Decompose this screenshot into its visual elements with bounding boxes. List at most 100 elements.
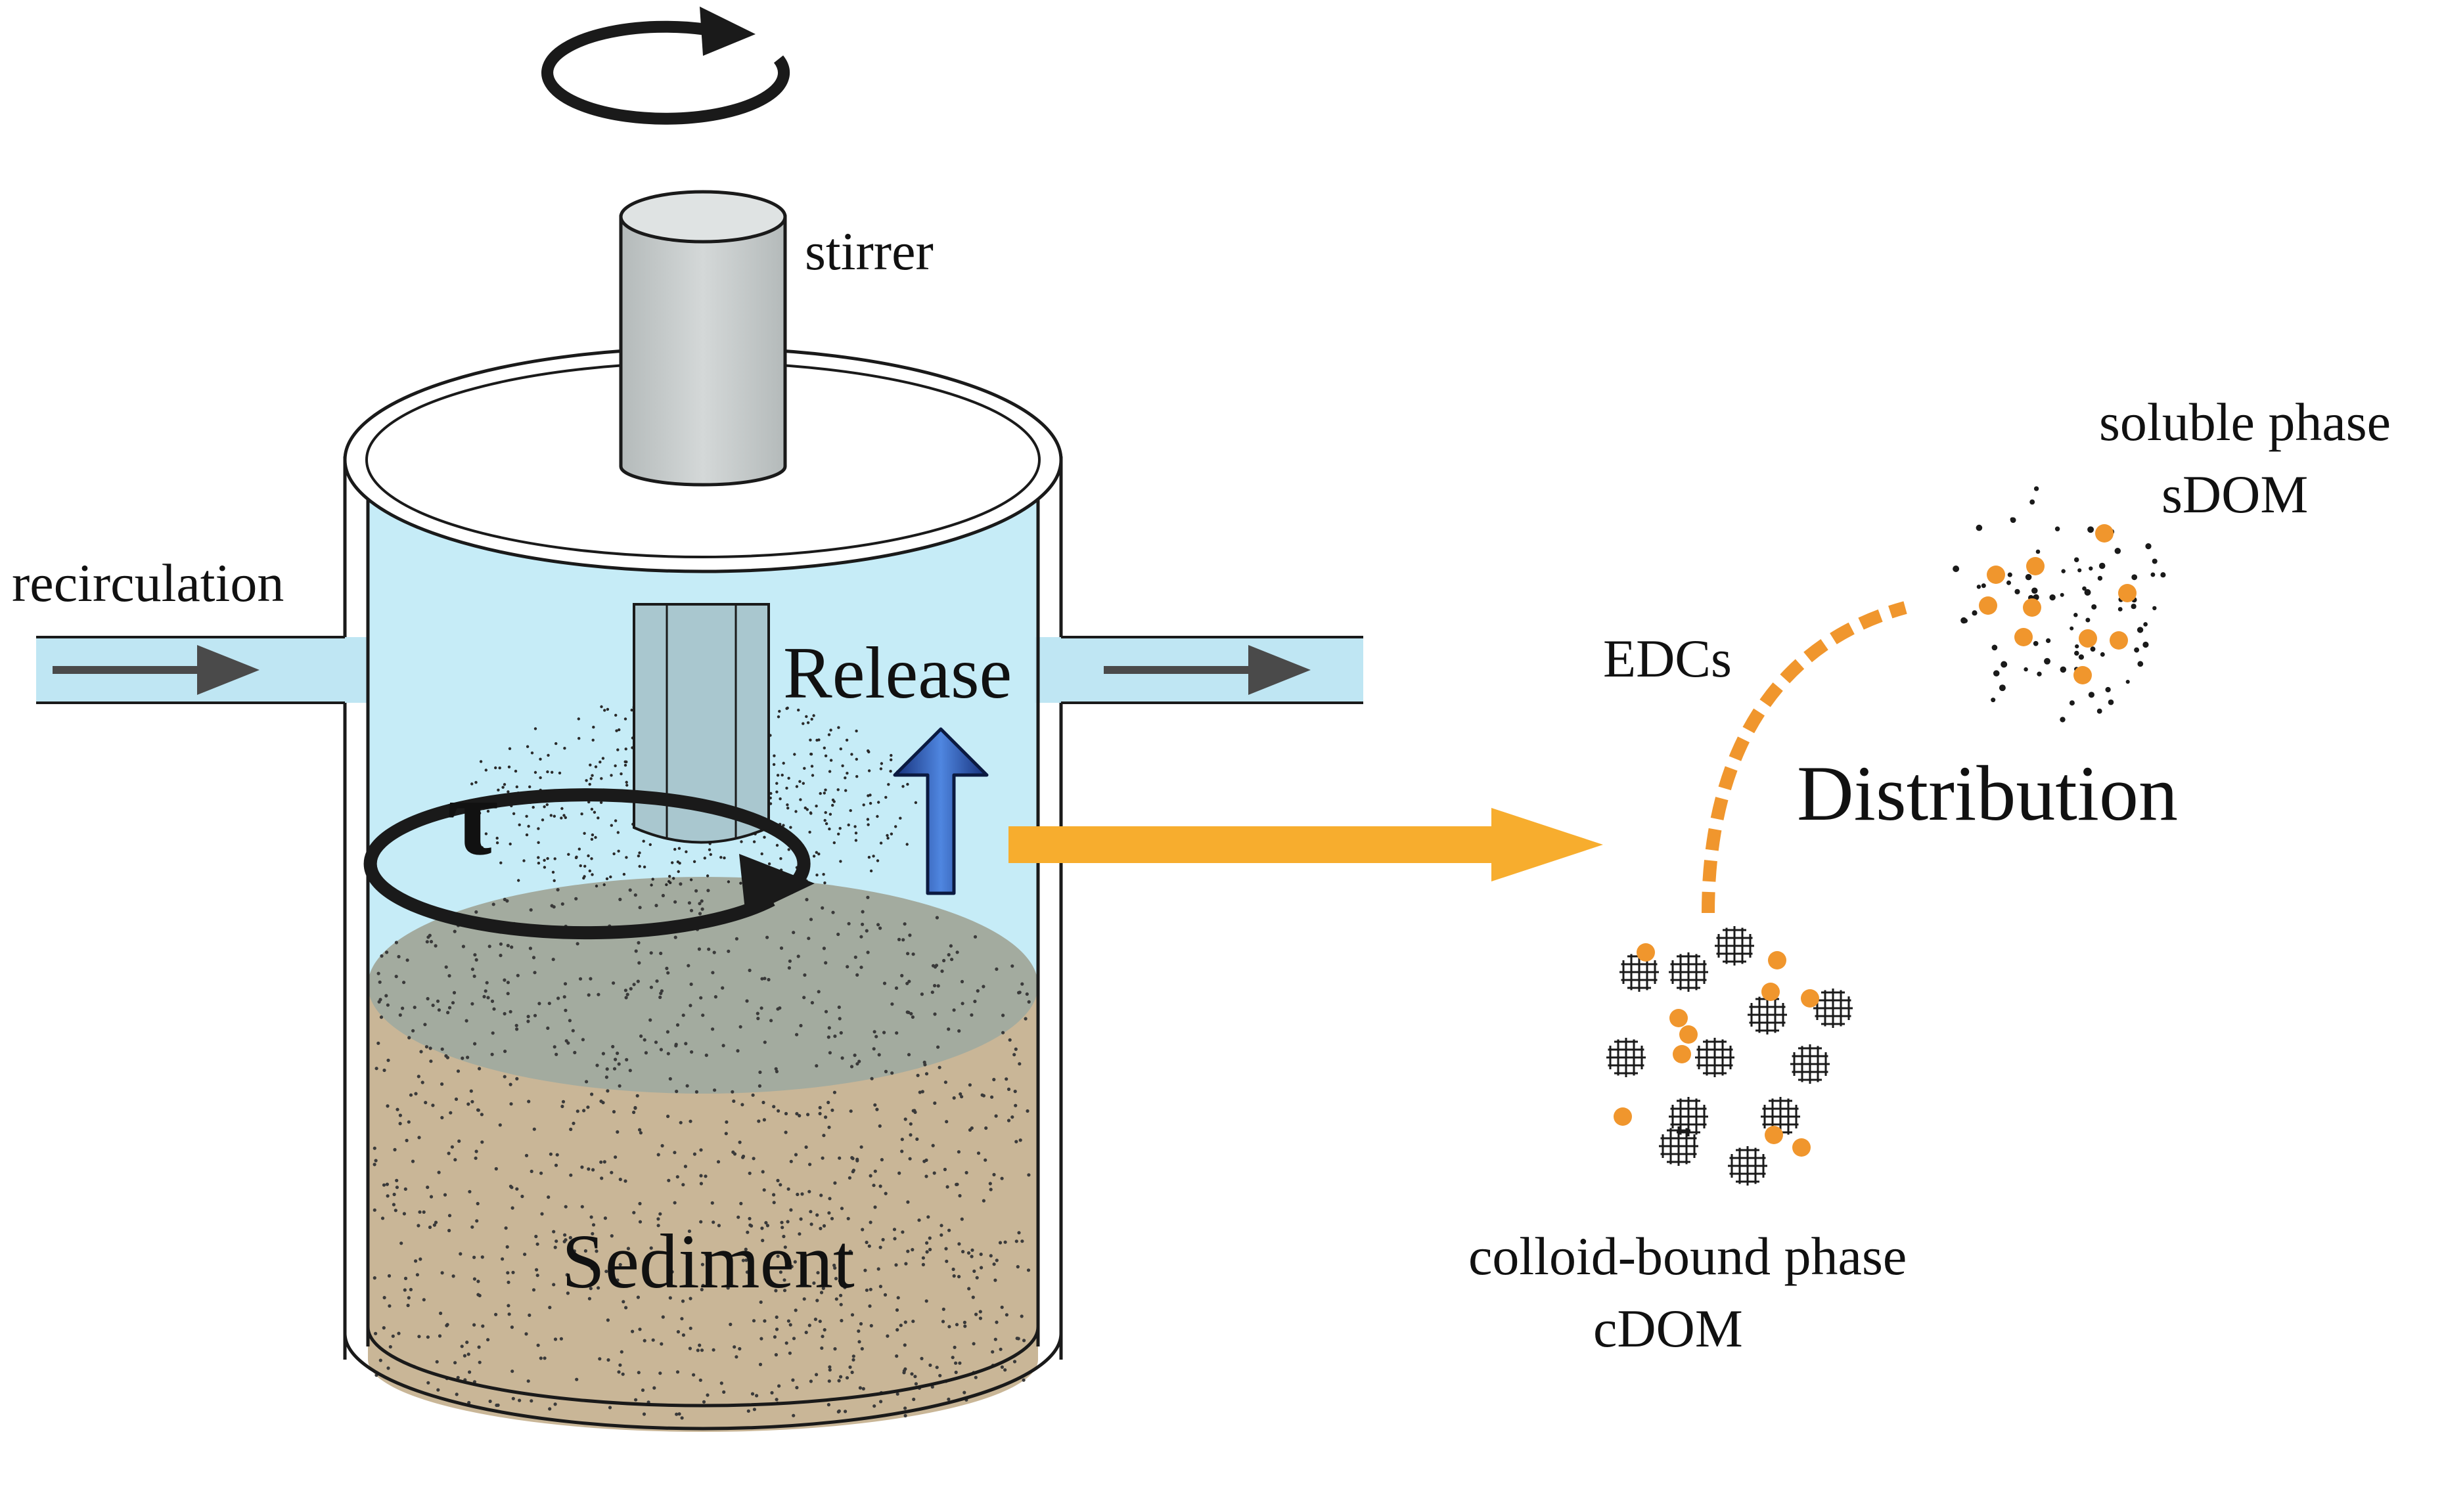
suspended-particle [899,816,902,820]
sediment-grain [402,981,406,985]
suspended-particle [551,870,555,874]
sediment-grain [944,1247,948,1251]
sediment-grain [989,1188,993,1191]
sediment-grain [638,906,642,910]
suspended-particle [869,801,872,805]
suspended-particle [593,811,597,814]
sediment-grain [685,1084,689,1088]
sediment-grain [795,1112,799,1116]
sediment-grain [424,1045,429,1049]
sediment-grain [418,1210,422,1214]
sediment-grain [382,1296,386,1300]
sediment-grain [428,1225,432,1230]
stirrer-label: stirrer [805,221,934,281]
suspended-particle [779,797,782,801]
sediment-grain [536,1343,540,1347]
sediment-grain [616,1130,620,1134]
sediment-grain [865,929,869,933]
sdom-label: sDOM [2161,464,2308,524]
suspended-particle [517,879,520,882]
suspended-particle [794,810,798,813]
sediment-grain [453,929,457,933]
suspended-particle [787,776,790,780]
sediment-grain [840,1207,844,1211]
dissolved-molecule [2007,572,2012,577]
edc-molecule [1801,989,1819,1008]
sediment-grain [406,1303,410,1308]
sediment-grain [426,1381,430,1385]
sediment-grain [1018,1138,1022,1142]
sediment-grain [376,1041,380,1045]
sediment-grain [760,1226,764,1230]
sediment-grain [618,1262,622,1267]
suspended-particle [802,722,805,725]
sediment-grain [636,1295,641,1299]
dissolved-molecule [2073,557,2079,562]
sediment-grain [420,1080,424,1084]
sediment-grain [955,950,959,954]
sediment-grain [681,1299,685,1303]
sediment-grain [698,912,702,916]
sediment-grain [802,1297,806,1301]
suspended-particle [879,767,883,770]
sediment-grain [911,1015,915,1019]
sediment-grain [731,1090,735,1094]
sediment-grain [464,1019,468,1023]
sediment-grain [951,1267,955,1272]
sediment-grain [832,1090,836,1094]
sediment-grain [895,1392,899,1396]
sediment-grain [532,956,536,960]
suspended-particle [537,827,540,830]
sediment-grain [599,1100,603,1103]
sediment-grain [374,1331,378,1335]
sediment-grain [591,1232,595,1235]
sediment-grain [432,1223,437,1227]
edc-molecule [2079,629,2097,648]
sediment-grain [883,1293,888,1297]
sediment-label: Sediment [562,1218,855,1304]
sediment-grain [440,1271,444,1275]
sediment-grain [634,1398,638,1402]
sediment-grain [988,1182,992,1186]
suspended-particle [595,884,599,888]
sediment-grain [564,1039,568,1043]
sediment-grain [491,902,495,906]
sediment-grain [774,1353,778,1357]
suspended-particle [620,772,623,776]
sediment-grain [687,1229,691,1234]
sediment-grain [863,1268,867,1272]
release-arrow-icon [893,727,989,895]
dissolved-molecule [2060,717,2066,723]
sediment-grain [633,1106,637,1110]
sediment-grain [632,1211,636,1214]
sediment-grain [417,1224,420,1228]
sediment-grain [450,1145,455,1149]
sediment-grain [784,1111,788,1116]
suspended-particle [577,717,580,721]
sediment-grain [429,940,434,944]
sediment-grain [765,935,769,939]
dissolved-molecule [2045,638,2051,644]
sediment-grain [772,1201,776,1205]
sediment-grain [625,992,629,996]
sediment-grain [481,1324,485,1328]
suspended-particle [823,818,826,822]
sediment-grain [637,961,641,965]
suspended-particle [622,872,626,876]
sediment-grain [962,1320,966,1324]
suspended-particle [889,770,892,773]
inlet-flow-arrow-icon [53,645,260,695]
sediment-grain [561,1100,566,1103]
sediment-grain [809,1222,813,1226]
dissolved-molecule [2125,679,2130,684]
sediment-grain [793,1260,797,1264]
sediment-grain [764,1221,768,1225]
sediment-grain [435,1360,439,1364]
sediment-grain [540,1212,544,1216]
sediment-grain [467,1400,471,1405]
sediment-grain [860,1346,864,1351]
suspended-particle [624,747,627,751]
sediment-grain [804,1145,808,1149]
sediment-grain [398,1113,403,1117]
edc-molecule [1637,943,1655,962]
